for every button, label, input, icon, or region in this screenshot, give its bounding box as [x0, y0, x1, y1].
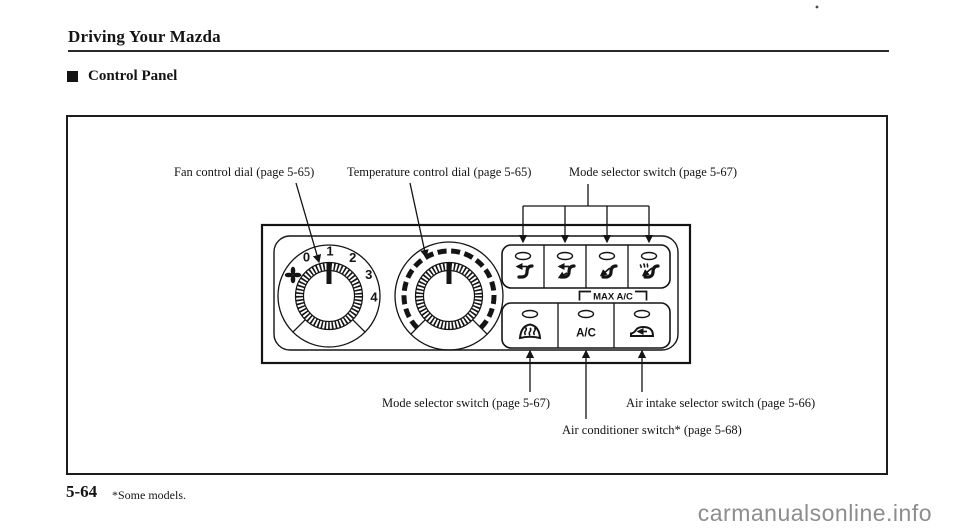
fan-scale-3: 3: [365, 267, 372, 282]
recirc-indicator-lamp: [633, 309, 651, 319]
fan-scale-0: 0: [303, 250, 310, 265]
temp-dial-skirt-line-left: [410, 319, 426, 335]
ac-indicator-lamp: [577, 309, 595, 319]
mode-indicator-lamp-3: [598, 251, 616, 261]
callout-fan-dial: Fan control dial (page 5-65): [174, 165, 315, 179]
callout-mode-selector-bottom: Mode selector switch (page 5-67): [382, 396, 550, 410]
defrost-indicator-lamp: [521, 309, 539, 319]
callout-air-intake: Air intake selector switch (page 5-66): [626, 396, 816, 410]
max-ac-marking: MAX A/C: [578, 290, 648, 303]
temp-dial-knurl: [415, 262, 483, 330]
fan-dial-outer-ring: [277, 244, 381, 348]
face-vent-icon: [515, 262, 534, 279]
scan-speck: [815, 5, 819, 9]
fan-dial-knurl: [295, 262, 363, 330]
fan-icon: [284, 266, 302, 284]
foot-vent-icon: [599, 264, 618, 279]
bottom-switch-group: A/C: [501, 302, 671, 349]
fan-dial-scale: 0 1 2 3 4: [303, 244, 379, 305]
mode-selector-switch-group: [501, 244, 671, 289]
temperature-control-dial: [394, 241, 504, 351]
watermark: carmanualsonline.info: [697, 500, 932, 526]
fan-dial-skirt-line-left: [292, 319, 306, 333]
fan-scale-4: 4: [370, 290, 378, 305]
recirculated-air-icon: [630, 325, 655, 337]
bi-level-vent-icon: [557, 262, 576, 279]
temp-dial-pointer: [446, 262, 452, 284]
callout-mode-selector-top: Mode selector switch (page 5-67): [569, 165, 737, 179]
section-heading-label: Control Panel: [88, 68, 178, 84]
foot-defrost-vent-icon: [639, 263, 660, 279]
callout-leaders: [295, 182, 654, 419]
page-title: Driving Your Mazda: [68, 27, 221, 46]
temp-dial-skirt-line-right: [472, 319, 488, 335]
footnote: *Some models.: [112, 488, 186, 502]
callout-air-conditioner: Air conditioner switch* (page 5-68): [562, 423, 742, 437]
header-rule: [68, 50, 889, 52]
fan-scale-1: 1: [326, 244, 333, 259]
max-ac-bracket-right: [635, 290, 648, 301]
mode-indicator-lamp-4: [640, 251, 658, 261]
mode-indicator-lamp-1: [514, 251, 532, 261]
fan-dial-pointer: [326, 262, 332, 284]
max-ac-label: MAX A/C: [593, 292, 633, 303]
fan-dial-leader: [295, 182, 322, 264]
temp-dial-outer-ring: [394, 241, 504, 351]
square-bullet-icon: [67, 71, 78, 82]
bottom-button-group: [501, 302, 671, 349]
front-defroster-icon: [518, 323, 542, 340]
section-heading: Control Panel: [67, 68, 177, 85]
fan-control-dial: 0 1 2 3 4: [277, 244, 381, 348]
fan-dial-skirt-line-right: [352, 319, 366, 333]
fan-scale-2: 2: [349, 250, 356, 265]
temp-dial-gradient-arc: [401, 248, 497, 330]
callout-temperature-dial: Temperature control dial (page 5-65): [347, 165, 532, 179]
ac-button-label: A/C: [576, 328, 596, 340]
temp-dial-leader: [409, 182, 429, 259]
page-number: 5-64: [66, 482, 98, 501]
max-ac-bracket-left: [578, 290, 591, 301]
mode-indicator-lamp-2: [556, 251, 574, 261]
